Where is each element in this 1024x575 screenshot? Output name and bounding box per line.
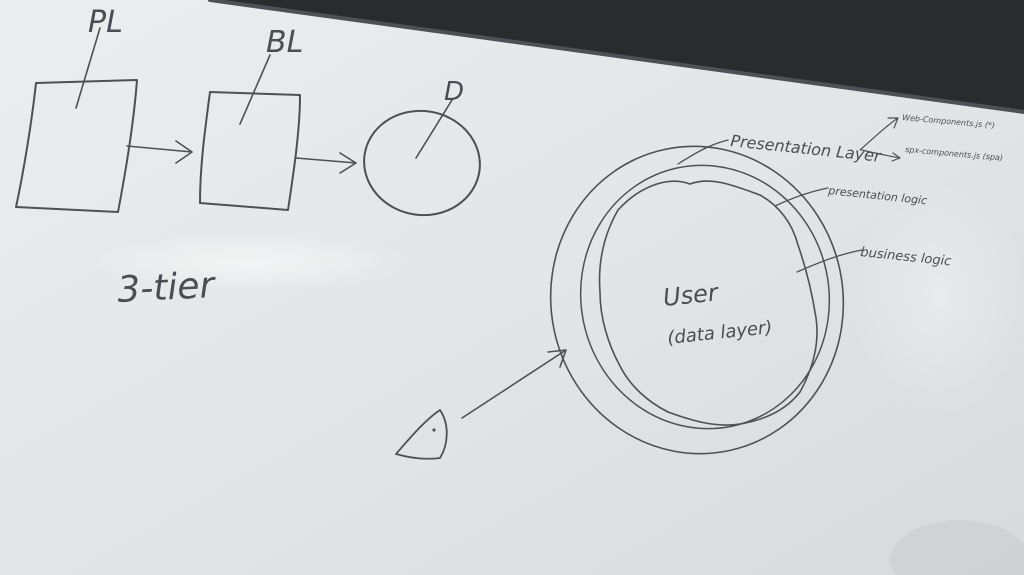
arrow-bl-to-d xyxy=(295,152,357,174)
pl-label: PL xyxy=(88,5,123,40)
d-label: D xyxy=(444,77,464,107)
pl-box xyxy=(15,79,138,213)
arrow-pl-to-bl xyxy=(126,140,193,164)
user-arrow xyxy=(461,349,567,419)
branch-arrow-2 xyxy=(861,149,901,162)
user-label: User xyxy=(662,278,721,312)
pl-pointer-line xyxy=(75,27,101,109)
three-tier-caption: 3-tier xyxy=(116,265,217,311)
glare-reflection xyxy=(850,180,1024,420)
business-logic-pointer xyxy=(796,249,863,273)
d-pointer-line xyxy=(415,99,453,159)
board-frame-edge xyxy=(208,0,1024,114)
three-tier-diagram: PL BL D 3-tier xyxy=(15,5,481,311)
eye-dot xyxy=(432,428,436,432)
presentation-logic-pointer xyxy=(774,187,829,207)
branch-arrow-1 xyxy=(859,117,899,151)
presentation-layer-pointer xyxy=(677,139,729,165)
middle-ring xyxy=(579,164,831,430)
bl-label: BL xyxy=(266,25,303,60)
inner-wavy-ring xyxy=(598,180,818,426)
shadow-spot xyxy=(890,520,1024,575)
glare-reflection xyxy=(90,232,410,292)
eye-symbol xyxy=(395,409,448,460)
d-circle xyxy=(363,109,481,217)
outer-ring xyxy=(549,145,845,455)
bl-pointer-line xyxy=(239,54,271,125)
bl-box xyxy=(199,91,301,211)
